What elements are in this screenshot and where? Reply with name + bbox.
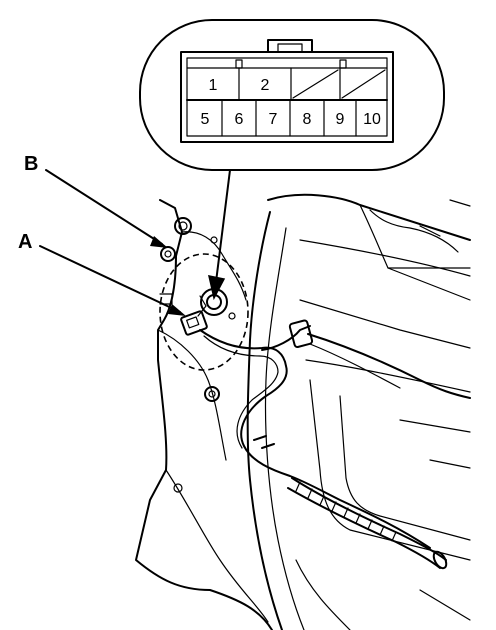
socket-inner — [206, 294, 222, 310]
pillar-panel — [135, 199, 273, 630]
connector-key-left — [235, 59, 243, 69]
pin-label-9: 9 — [336, 111, 345, 128]
callout-label-b: B — [24, 153, 38, 175]
small-hole — [173, 483, 183, 493]
wire-harness — [199, 319, 471, 570]
connector-inner-frame — [186, 57, 388, 137]
bolt-center — [164, 250, 172, 258]
pin-label-5: 5 — [201, 111, 210, 128]
pin-label-8: 8 — [303, 111, 312, 128]
pin-label-1: 1 — [209, 77, 218, 94]
mounting-hole-inner — [178, 221, 188, 231]
connector-latch-slot — [277, 43, 303, 53]
unused-cavity-slash — [341, 69, 386, 99]
pin-label-10: 10 — [363, 111, 381, 128]
small-hole — [210, 236, 218, 244]
callout-label-a: A — [18, 231, 32, 253]
callout-a-arrowhead — [168, 304, 186, 316]
sensor-socket — [197, 288, 228, 317]
small-hole — [228, 312, 236, 320]
callout-a: A — [18, 231, 186, 316]
harness-plug-latch — [186, 316, 200, 329]
highlight-region — [159, 253, 249, 371]
pin-label-7: 7 — [269, 111, 278, 128]
harness-connector-a — [180, 310, 208, 336]
mounting-hole — [174, 217, 192, 235]
callout-b-leader — [45, 169, 163, 245]
mounting-hole-inner — [208, 390, 216, 398]
connector-housing — [180, 51, 394, 143]
connector-callout-outline — [139, 19, 445, 171]
bolt-head — [160, 246, 176, 262]
callout-b: B — [24, 153, 168, 248]
harness-clip — [288, 319, 314, 348]
connector-key-right — [339, 59, 347, 69]
connector-face-callout: 1 2 5 6 7 8 9 10 — [139, 19, 445, 171]
mounting-hole — [204, 386, 220, 402]
pin-label-6: 6 — [235, 111, 244, 128]
bracket-notch — [159, 293, 173, 305]
callout-a-leader — [39, 245, 181, 313]
harness-plug — [180, 310, 208, 336]
socket-outer — [200, 288, 228, 316]
unused-cavity-slash — [292, 69, 339, 99]
tube-end — [432, 550, 448, 570]
connector-pointer-arrow — [208, 169, 231, 301]
callout-b-arrowhead — [150, 236, 168, 248]
pin-label-2: 2 — [261, 77, 270, 94]
connector-latch-tab — [267, 39, 313, 53]
